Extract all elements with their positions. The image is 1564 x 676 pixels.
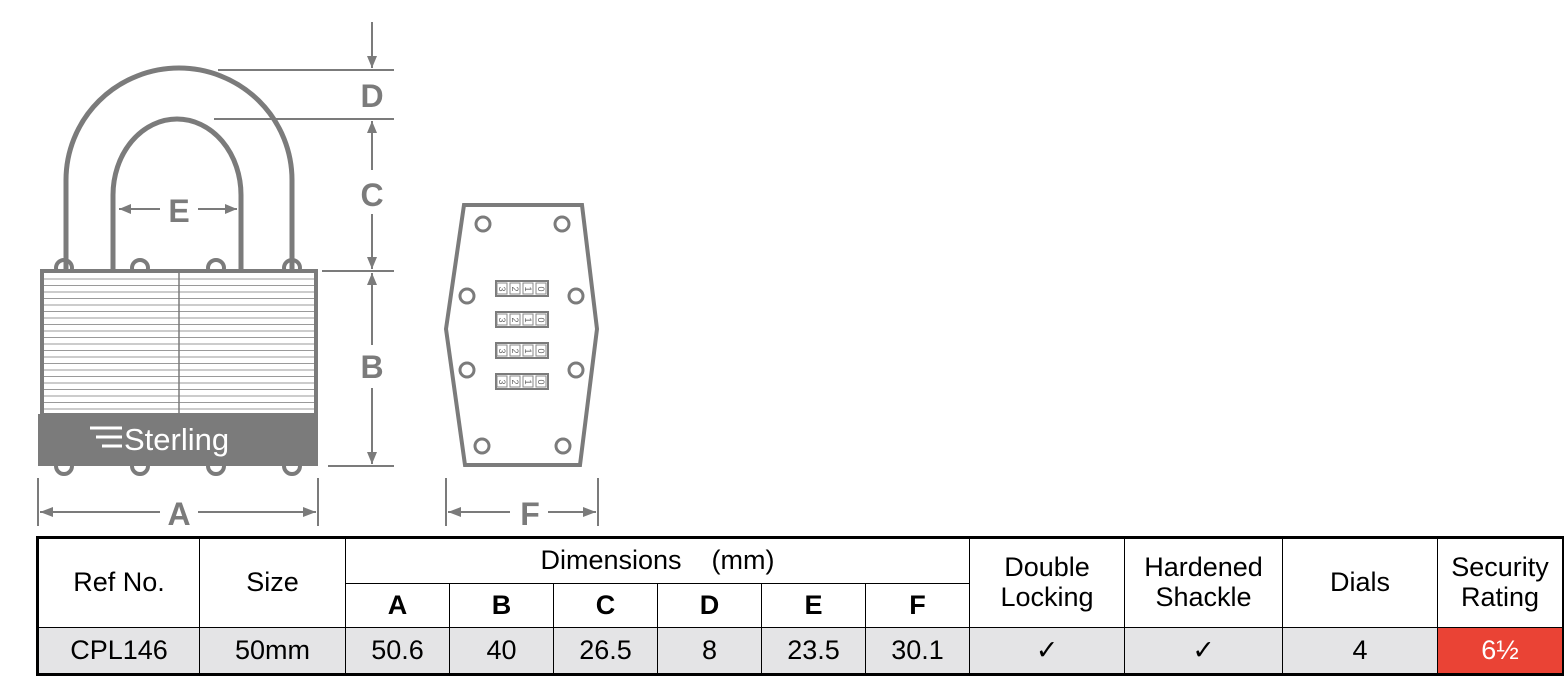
dial-digit: 2 — [510, 379, 520, 384]
dial-digit: 0 — [536, 379, 546, 384]
cell-dim-e: 23.5 — [761, 627, 866, 675]
dial-digit: 1 — [523, 379, 533, 384]
dial-digit: 1 — [523, 286, 533, 291]
cell-ref-no: CPL146 — [37, 627, 200, 675]
header-size: Size — [199, 537, 346, 628]
dimension-label-c: C — [360, 177, 383, 213]
dial-digit: 0 — [536, 317, 546, 322]
cell-dim-f: 30.1 — [865, 627, 970, 675]
brand-speed-lines-icon — [90, 426, 122, 448]
cell-security-rating: 6½ — [1437, 627, 1564, 675]
dial-digit: 1 — [523, 348, 533, 353]
dimension-label-a: A — [167, 496, 190, 532]
dial-digit: 1 — [523, 317, 533, 322]
header-dim-d: D — [657, 583, 762, 628]
header-dim-e: E — [761, 583, 866, 628]
brand-name: Sterling — [124, 422, 229, 457]
header-dials: Dials — [1282, 537, 1438, 628]
header-dim-b: B — [449, 583, 554, 628]
dial-digit: 3 — [497, 348, 507, 353]
dimension-label-d: D — [360, 78, 383, 114]
checkmark-icon: ✓ — [1124, 627, 1283, 675]
shackle-outer — [63, 65, 295, 272]
dial-digit: 0 — [536, 348, 546, 353]
cell-dials: 4 — [1282, 627, 1438, 675]
header-dimensions: Dimensions (mm) — [345, 537, 970, 584]
dial-digit: 3 — [497, 286, 507, 291]
dimension-label-e: E — [168, 193, 189, 229]
cell-dim-d: 8 — [657, 627, 762, 675]
cell-size: 50mm — [199, 627, 346, 675]
dial-digit: 3 — [497, 379, 507, 384]
lock-side-view — [443, 203, 600, 467]
header-dim-f: F — [865, 583, 970, 628]
cell-dim-a: 50.6 — [345, 627, 450, 675]
dimension-label-f: F — [520, 496, 540, 532]
padlock-dimension-diagram: Sterling E A D C B — [37, 22, 600, 532]
dial-digit: 2 — [510, 286, 520, 291]
header-dim-c: C — [553, 583, 658, 628]
header-ref-no: Ref No. — [37, 537, 200, 628]
cell-dim-c: 26.5 — [553, 627, 658, 675]
dial-digit: 2 — [510, 348, 520, 353]
checkmark-icon: ✓ — [969, 627, 1125, 675]
dimension-label-b: B — [360, 349, 383, 385]
brand-band — [38, 414, 318, 466]
dial-digit: 3 — [497, 317, 507, 322]
header-dim-a: A — [345, 583, 450, 628]
shackle-inner — [110, 116, 244, 272]
table-row: CPL146 50mm 50.6 40 26.5 8 23.5 30.1 ✓ ✓… — [37, 627, 1564, 675]
dial-digit: 2 — [510, 317, 520, 322]
cell-dim-b: 40 — [449, 627, 554, 675]
header-row-2: A B C D E F — [38, 583, 1564, 628]
dial-digit: 0 — [536, 286, 546, 291]
